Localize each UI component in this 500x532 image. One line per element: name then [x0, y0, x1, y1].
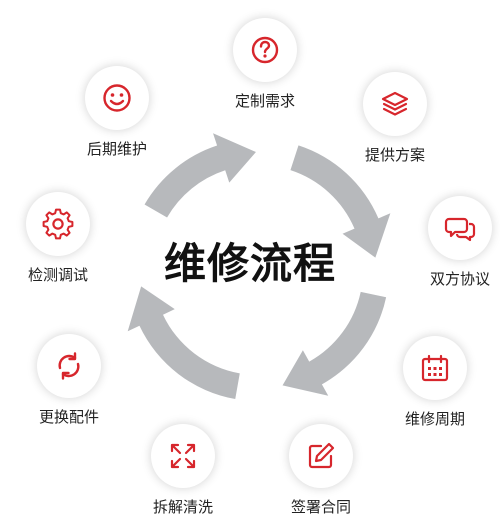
cycle-arrow-2: [290, 145, 391, 258]
step-label: 更换配件: [38, 408, 99, 426]
cycle-arrow-3: [282, 291, 387, 396]
step-badge: [26, 192, 90, 256]
step-label: 维修周期: [404, 410, 465, 428]
step-agreement: 双方协议: [405, 196, 500, 289]
step-maintenance: 后期维护: [62, 66, 172, 159]
cycle-arrow-1: [144, 133, 256, 218]
step-label: 定制需求: [234, 92, 295, 110]
step-label: 拆解清洗: [152, 498, 213, 516]
step-custom-demand: 定制需求: [210, 18, 320, 111]
step-provide-plan: 提供方案: [340, 72, 450, 165]
step-repair-period: 维修周期: [380, 336, 490, 429]
step-label: 提供方案: [364, 146, 425, 164]
step-test-debug: 检测调试: [3, 192, 113, 285]
step-badge: [233, 18, 297, 82]
step-badge: [403, 336, 467, 400]
edit-icon: [308, 442, 335, 469]
smile-icon: [103, 84, 131, 112]
chat-icon: [444, 217, 476, 242]
step-replace-parts: 更换配件: [14, 334, 124, 427]
center-title: 维修流程: [163, 239, 336, 288]
refresh-icon: [58, 352, 80, 380]
step-label: 双方协议: [429, 270, 490, 288]
step-badge: [289, 424, 353, 488]
layers-icon: [381, 91, 409, 116]
calendar-icon: [421, 354, 449, 382]
question-icon: [251, 36, 279, 64]
cycle-arrow-4: [127, 286, 240, 400]
step-badge: [85, 66, 149, 130]
gear-icon: [42, 208, 74, 240]
step-disassemble-clean: 拆解清洗: [128, 424, 238, 517]
step-sign-contract: 签署合同: [266, 424, 376, 517]
expand-icon: [170, 443, 196, 469]
step-label: 检测调试: [27, 266, 88, 284]
step-badge: [428, 196, 492, 260]
step-badge: [363, 72, 427, 136]
step-label: 后期维护: [86, 140, 147, 158]
step-badge: [151, 424, 215, 488]
step-badge: [37, 334, 101, 398]
step-label: 签署合同: [290, 498, 351, 516]
